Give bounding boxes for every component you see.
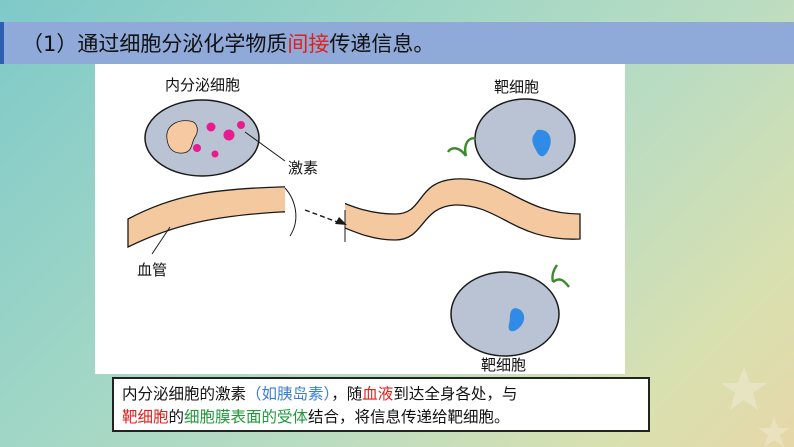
- header-accent-bar: [0, 22, 4, 64]
- diagram-panel: 内分泌细胞 靶细胞 激素 血管 靶细胞: [95, 64, 625, 374]
- caption-box: 内分泌细胞的激素（如胰岛素），随血液到达全身各处，与靶细胞的细胞膜表面的受体结合…: [112, 377, 650, 432]
- decorative-stars: [721, 367, 790, 447]
- hormone-pointer-line: [244, 131, 286, 162]
- caption-part: 内分泌细胞的激素: [122, 385, 247, 403]
- caption-receptor: 细胞膜表面的受体: [184, 408, 309, 426]
- target-nucleus-bottom: [508, 308, 525, 332]
- caption-part: ，随: [331, 385, 363, 403]
- receptor-bottom: [551, 264, 570, 288]
- slide-title: （1）通过细胞分泌化学物质间接传递信息。: [22, 28, 434, 58]
- title-highlight: 间接: [287, 32, 330, 56]
- endocrine-cell: [144, 99, 260, 177]
- caption-target-cell: 靶细胞: [122, 408, 169, 426]
- caption-example: （如胰岛素）: [246, 385, 332, 403]
- blood-vessel: [127, 178, 581, 249]
- vessel-pointer-line: [151, 226, 171, 255]
- label-target-cell-top: 靶细胞: [494, 78, 540, 96]
- hormone-dot: [206, 122, 216, 132]
- receptor-top: [446, 137, 477, 157]
- caption-blood: 血液: [362, 385, 394, 403]
- caption-part: 的: [168, 408, 185, 426]
- hormone-dot: [237, 121, 245, 129]
- caption-part: 到达全身各处，与: [393, 385, 518, 403]
- target-cell-bottom: [450, 271, 560, 357]
- endocrine-nucleus: [166, 120, 198, 154]
- transport-arrowhead: [335, 217, 347, 225]
- vessel-gap: [285, 182, 345, 242]
- label-target-cell-bottom: 靶细胞: [481, 356, 527, 374]
- caption-part: 结合，将信息传递给靶细胞。: [308, 408, 510, 426]
- vessel-gap-edges: [284, 187, 346, 242]
- title-suffix: 传递信息。: [329, 32, 435, 56]
- target-cell-top: [474, 98, 576, 180]
- label-hormone: 激素: [288, 159, 319, 177]
- target-nucleus-top: [532, 129, 551, 157]
- header-band: [0, 22, 794, 64]
- hormone-dot: [211, 150, 219, 158]
- title-prefix: （1）通过细胞分泌化学物质: [22, 32, 288, 56]
- label-blood-vessel: 血管: [137, 261, 168, 279]
- hormone-dot: [223, 129, 235, 141]
- cell-signaling-diagram: [127, 98, 581, 357]
- label-endocrine-cell: 内分泌细胞: [165, 76, 241, 94]
- transport-arrow: [304, 209, 341, 224]
- hormone-dot: [193, 144, 201, 152]
